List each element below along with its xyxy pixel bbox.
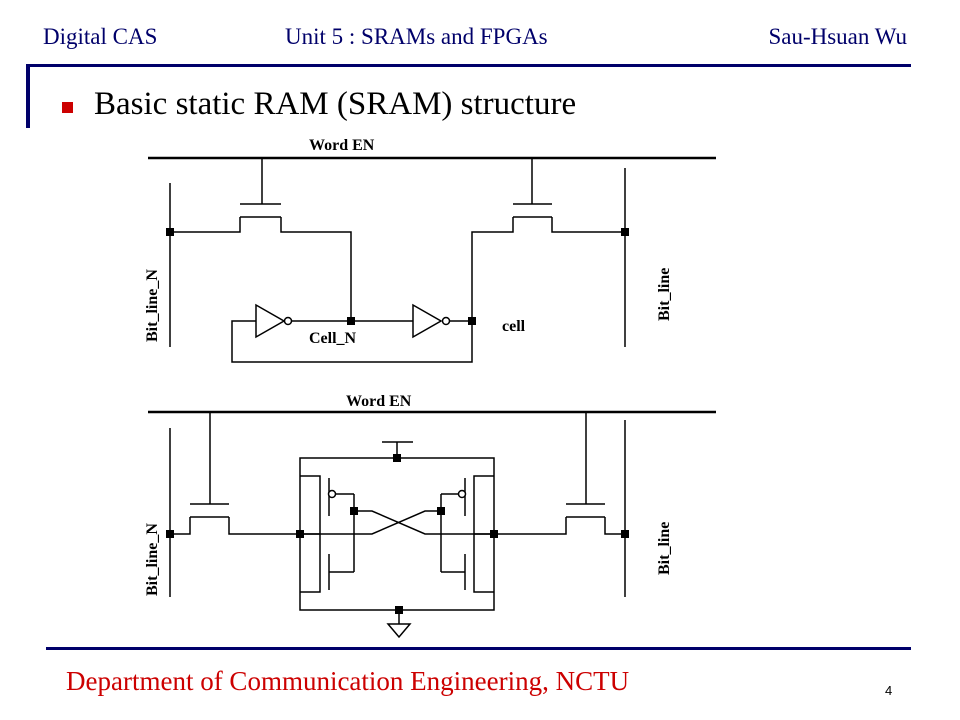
top-bit-line-label: Bit_line [656, 268, 673, 321]
top-word-en-label: Word EN [309, 137, 375, 154]
side-rule [26, 64, 30, 128]
header-author: Sau-Hsuan Wu [768, 24, 907, 49]
bottom-right-access-transistor [494, 412, 625, 535]
header-course: Digital CAS [43, 24, 158, 49]
top-right-access-transistor [471, 158, 625, 320]
node-dots [166, 228, 629, 614]
footer-department: Department of Communication Engineering,… [66, 666, 630, 696]
top-bit-line-n-label: Bit_line_N [144, 269, 161, 342]
top-inverter-2 [351, 303, 472, 339]
bottom-word-en-label: Word EN [346, 393, 412, 410]
page-number: 4 [885, 683, 893, 698]
header-rule [26, 64, 911, 67]
bottom-bit-line-n-label: Bit_line_N [144, 523, 161, 596]
top-left-access-transistor [170, 158, 352, 320]
gnd-rail [299, 592, 495, 639]
bullet-icon [62, 102, 73, 113]
top-inverter-1 [231, 303, 473, 363]
slide-title: Basic static RAM (SRAM) structure [94, 86, 577, 122]
header-unit: Unit 5 : SRAMs and FPGAs [285, 24, 548, 49]
cell-n-label: Cell_N [309, 330, 357, 347]
footer-rule [46, 647, 911, 650]
bottom-left-access-transistor [170, 412, 299, 535]
cross-coupling-wires [300, 510, 494, 535]
bottom-bit-line-label: Bit_line [656, 522, 673, 575]
cell-label: cell [502, 318, 526, 335]
